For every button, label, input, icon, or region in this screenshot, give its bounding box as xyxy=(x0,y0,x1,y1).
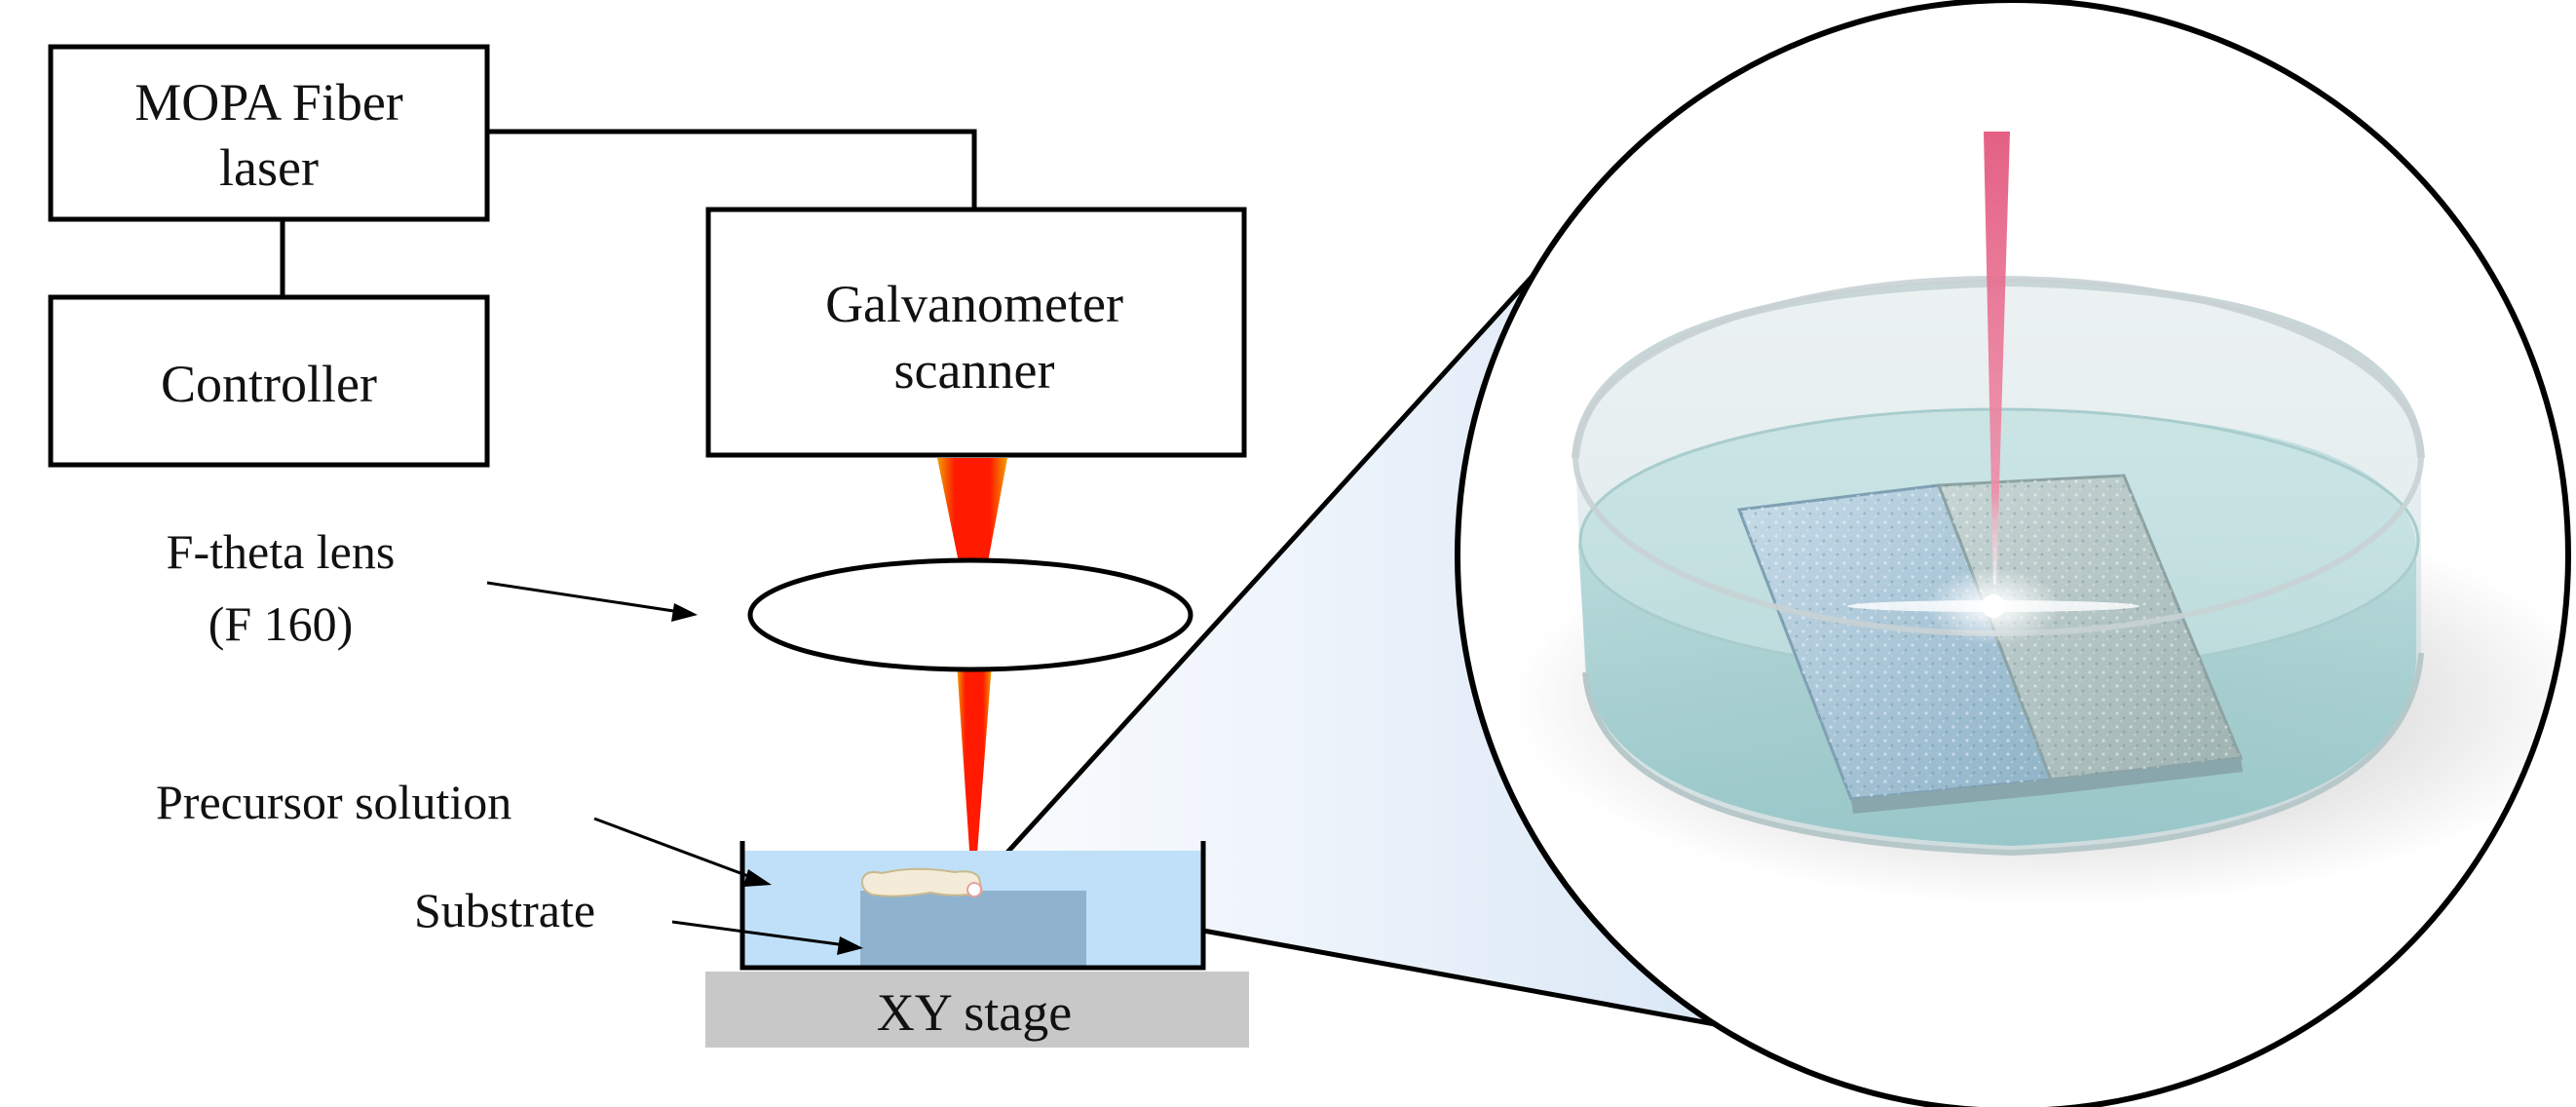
laser-spot xyxy=(966,882,982,897)
laser-label-line1: MOPA Fiber xyxy=(134,73,403,132)
laser-beam-lower xyxy=(957,663,992,879)
scanner-label-line1: Galvanometer xyxy=(825,275,1123,333)
lens-pointer-arrow xyxy=(486,581,698,622)
stage-label: XY stage xyxy=(877,983,1072,1042)
f-theta-lens xyxy=(747,557,1193,672)
connector-laser-scanner xyxy=(487,129,977,210)
lens-label-line1: F-theta lens xyxy=(167,524,396,579)
precursor-label: Precursor solution xyxy=(156,775,511,829)
zoom-line-upper xyxy=(972,261,1546,891)
magnified-inset xyxy=(1455,0,2571,1107)
laser-beam-upper xyxy=(937,458,1007,567)
substrate-block xyxy=(860,891,1086,968)
lens-label-line2: (F 160) xyxy=(208,596,354,651)
xy-stage xyxy=(705,972,1249,1048)
deposited-film xyxy=(860,867,984,897)
solution-container xyxy=(739,841,1206,971)
scanner-label-line2: scanner xyxy=(894,341,1055,400)
substrate-pointer-arrow xyxy=(671,920,863,955)
substrate-label: Substrate xyxy=(414,883,595,937)
laser-box: MOPA Fiber laser xyxy=(48,44,490,222)
scanner-box: Galvanometer scanner xyxy=(705,207,1247,458)
laser-label-line2: laser xyxy=(219,138,319,197)
controller-label: Controller xyxy=(161,355,377,413)
precursor-pointer-arrow xyxy=(593,817,772,887)
controller-box: Controller xyxy=(48,294,490,468)
